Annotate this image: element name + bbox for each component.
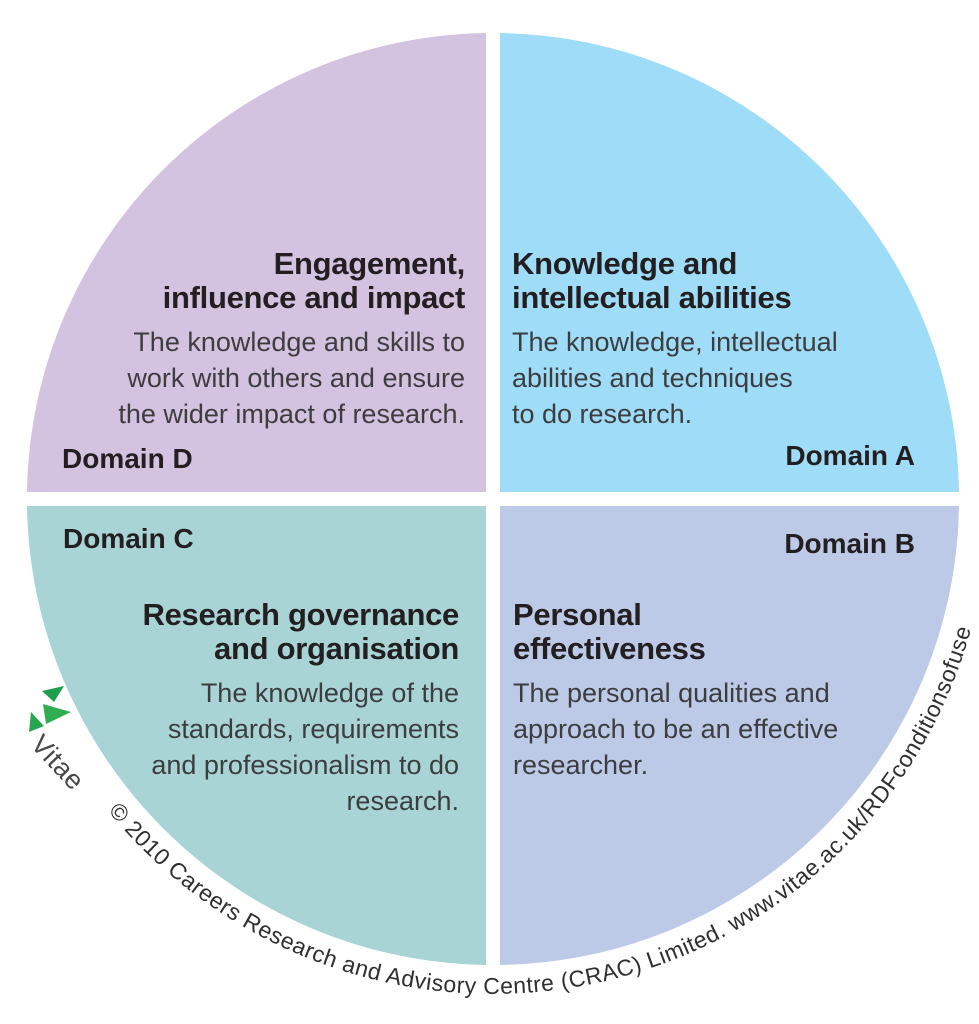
quadrant-c-desc-line2: standards, requirements xyxy=(167,714,459,744)
quadrant-a-domain-label: Domain A xyxy=(785,440,915,471)
quadrant-c-title-line1: Research governance xyxy=(142,597,459,632)
quadrant-c-desc-line1: The knowledge of the xyxy=(200,678,459,708)
quadrant-a-desc-line1: The knowledge, intellectual xyxy=(512,327,838,357)
quadrant-c-title-line2: and organisation xyxy=(214,631,459,666)
quadrant-a-description: The knowledge, intellectual abilities an… xyxy=(512,324,838,432)
quadrant-b-shape xyxy=(500,506,959,965)
vitae-logo-triangle-lower xyxy=(29,712,44,732)
quadrant-c-description: The knowledge of the standards, requirem… xyxy=(151,675,459,819)
quadrant-c-shape xyxy=(27,506,486,965)
quadrant-b-desc-line2: approach to be an effective xyxy=(513,714,839,744)
quadrant-a-desc-line2: abilities and techniques xyxy=(512,363,793,393)
vitae-logo-icon xyxy=(29,686,71,732)
quadrant-d-title-line2: influence and impact xyxy=(162,280,466,315)
quadrant-a-desc-line3: to do research. xyxy=(512,399,693,429)
vitae-logo-triangle-top xyxy=(42,686,64,702)
vitae-logo-triangle-main xyxy=(43,704,71,724)
quadrant-b-domain-label: Domain B xyxy=(784,528,915,559)
quadrant-a-title: Knowledge and intellectual abilities xyxy=(512,246,792,315)
quadrant-d-desc-line1: The knowledge and skills to xyxy=(133,327,465,357)
quadrant-d-desc-line3: the wider impact of research. xyxy=(118,399,465,429)
quadrant-d-desc-line2: work with others and ensure xyxy=(127,363,465,393)
quadrant-d-shape xyxy=(27,33,486,492)
quadrant-d-title: Engagement, influence and impact xyxy=(162,246,466,315)
quadrant-c-desc-line3: and professionalism to do xyxy=(151,750,459,780)
quadrant-c-desc-line4: research. xyxy=(346,786,459,816)
quadrant-b-title-line1: Personal xyxy=(513,597,642,632)
quadrant-a-title-line2: intellectual abilities xyxy=(512,280,792,315)
quadrant-d-description: The knowledge and skills to work with ot… xyxy=(118,324,465,432)
quadrant-a-title-line1: Knowledge and xyxy=(512,246,738,281)
quadrant-b-desc-line3: researcher. xyxy=(513,750,649,780)
quadrant-b-title-line2: effectiveness xyxy=(513,631,706,666)
quadrant-b-description: The personal qualities and approach to b… xyxy=(513,675,838,783)
quadrant-d-domain-label: Domain D xyxy=(62,443,193,474)
quadrant-b-title: Personal effectiveness xyxy=(513,598,706,666)
quadrant-c-domain-label: Domain C xyxy=(63,523,194,554)
quadrant-b-desc-line1: The personal qualities and xyxy=(513,678,830,708)
quadrant-d-title-line1: Engagement, xyxy=(273,246,466,281)
quadrant-a-shape xyxy=(500,33,959,492)
quadrant-c-title: Research governance and organisation xyxy=(142,598,459,666)
